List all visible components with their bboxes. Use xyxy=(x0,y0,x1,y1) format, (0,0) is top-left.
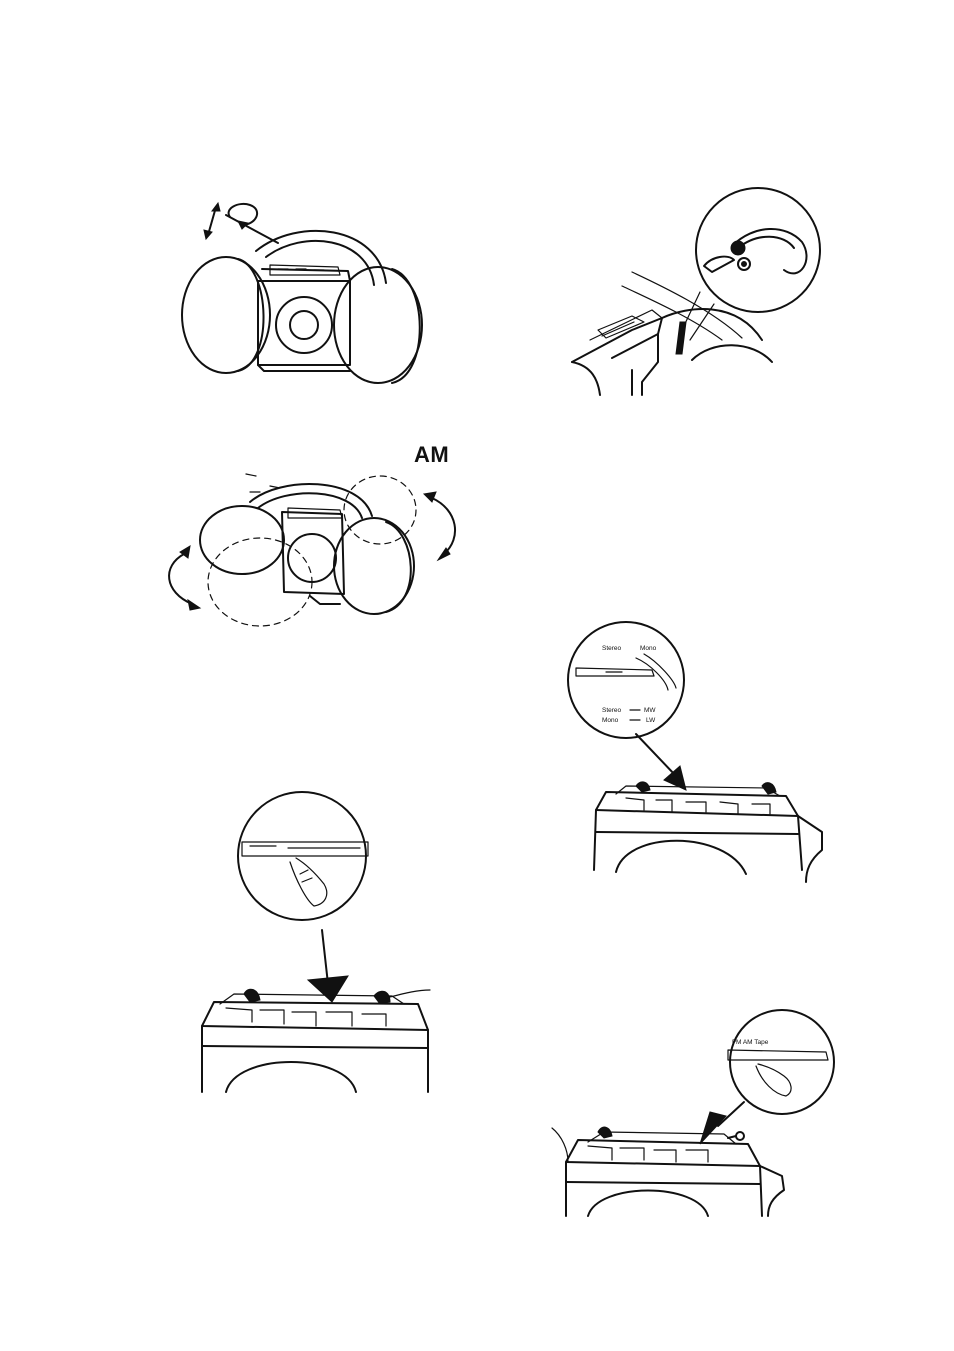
figure-headphone-socket xyxy=(572,190,822,400)
legend-stereo: Stereo xyxy=(602,707,622,714)
legend-mw: MW xyxy=(644,707,656,714)
switch-label-stereo: Stereo xyxy=(602,645,622,652)
figure-band-switch: FM AM Tape xyxy=(548,1010,848,1222)
figure-am-rotate xyxy=(160,462,470,642)
figure-stereo-mono: Stereo Mono Stereo MW Mono LW xyxy=(566,620,826,890)
legend-mono: Mono xyxy=(602,717,619,724)
switch-label-mono: Mono xyxy=(640,645,657,652)
band-switch-label: FM AM Tape xyxy=(732,1039,769,1046)
legend-lw: LW xyxy=(646,717,656,724)
figure-button-press xyxy=(196,790,436,1090)
figure-antenna-rotate xyxy=(178,195,448,395)
